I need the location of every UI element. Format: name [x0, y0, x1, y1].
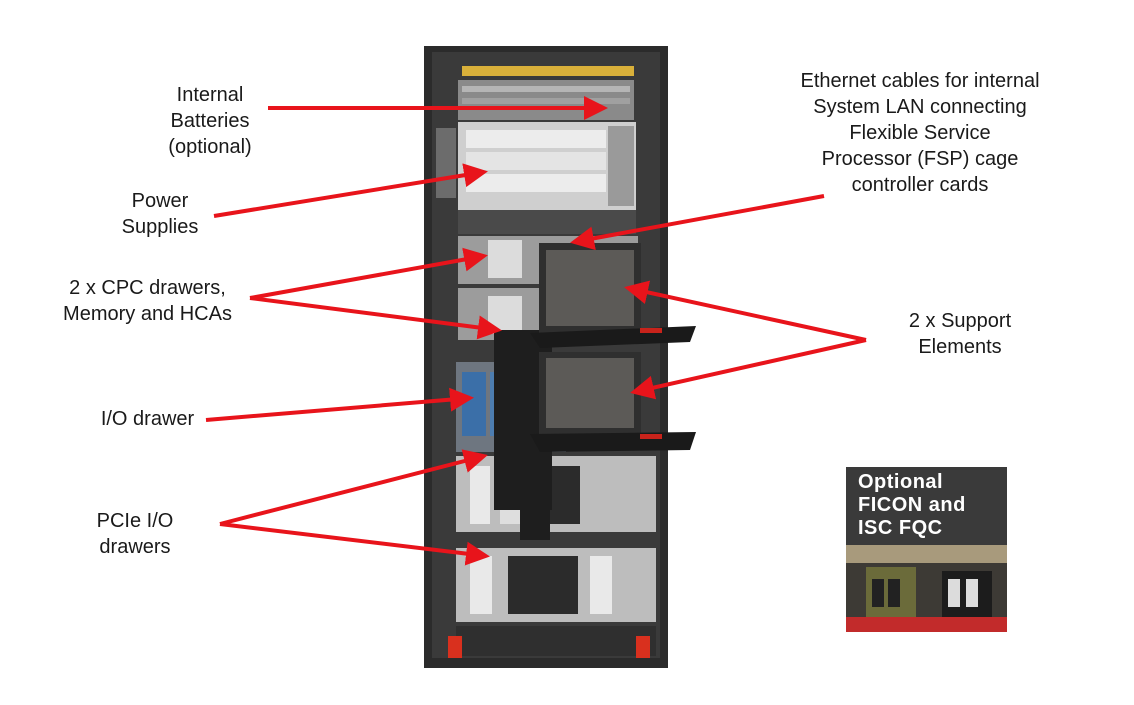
label-power-supplies: Power Supplies	[121, 190, 199, 238]
support-element-laptop-1	[530, 243, 696, 348]
label-cpc-drawers: 2 x CPC drawers, Memory and HCAs	[63, 277, 232, 325]
label-support-elements: 2 x Support Elements	[908, 310, 1012, 358]
label-io-drawer: I/O drawer	[100, 408, 195, 430]
support-element-laptop-2	[530, 352, 696, 452]
label-ethernet-cables: Ethernet cables for internal System LAN …	[800, 70, 1040, 196]
label-internal-batteries: Internal Batteries (optional)	[168, 84, 252, 158]
inset-title: Optional FICON and ISC FQC	[846, 467, 1007, 545]
optional-ficon-inset: Optional FICON and ISC FQC	[846, 467, 1007, 632]
ficon-connectors-photo	[846, 545, 1007, 632]
label-pcie-drawers: PCIe I/O drawers	[96, 510, 174, 558]
